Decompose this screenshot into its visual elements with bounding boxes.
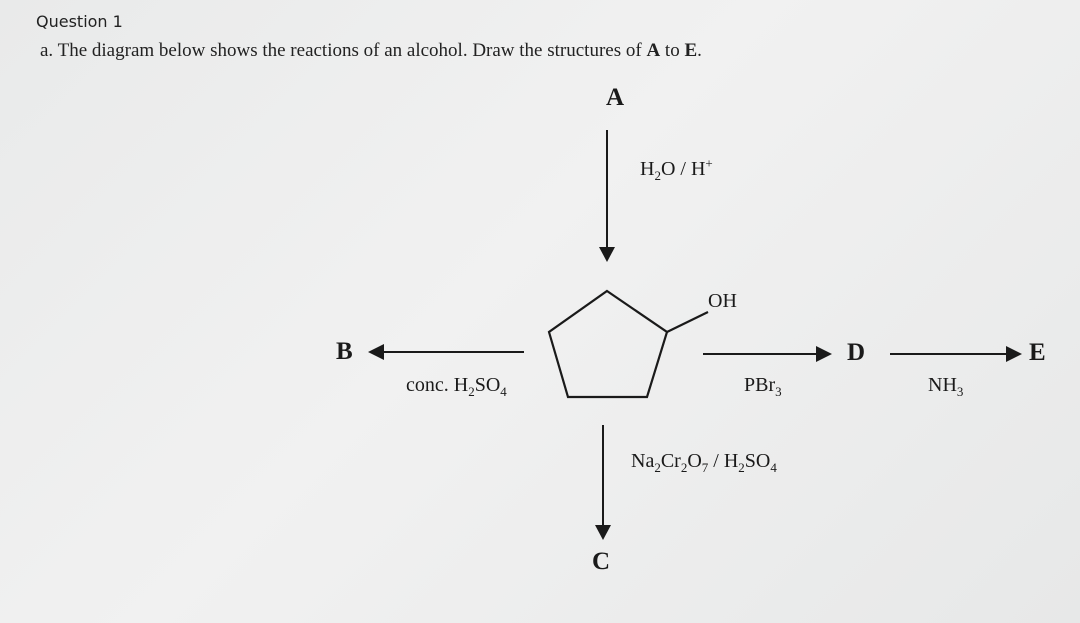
arrow-c-head: [595, 525, 611, 540]
reagent-pbr3: PBr3: [744, 374, 782, 399]
reagent-nh3: NH3: [928, 374, 964, 399]
compound-d-label: D: [847, 339, 866, 366]
reagent-text: Cr: [660, 450, 681, 472]
cyclopentane-ring: [547, 289, 669, 399]
reagent-text: PBr: [744, 374, 776, 396]
letter-e: E: [684, 40, 698, 61]
hydroxyl-label: OH: [708, 290, 737, 312]
question-title: Question 1: [36, 12, 123, 31]
subscript: 4: [500, 384, 507, 399]
reagent-text: O: [687, 450, 702, 472]
reagent-text: SO: [744, 450, 771, 472]
subscript: 7: [701, 460, 709, 475]
subscript: 2: [468, 384, 475, 399]
subscript: 2: [680, 460, 688, 475]
compound-c-label: C: [592, 548, 611, 575]
to-word: to: [664, 40, 680, 61]
compound-b-label: B: [336, 338, 353, 365]
arrow-e-head: [1006, 346, 1022, 362]
reagent-text: conc. H: [406, 374, 469, 396]
period: .: [697, 40, 702, 61]
letter-a: A: [646, 40, 661, 61]
subscript: 2: [654, 460, 661, 475]
arrow-d-head: [816, 346, 832, 362]
subscript: 2: [654, 168, 661, 183]
part-label: a.: [40, 40, 54, 61]
subscript: 3: [956, 384, 964, 399]
reagent-text: H: [640, 158, 655, 180]
question-sentence: The diagram below shows the reactions of…: [57, 40, 642, 61]
reagent-text: SO: [474, 374, 501, 396]
reagent-text: Na: [631, 450, 655, 472]
oh-bond: [666, 311, 709, 333]
reagent-text: O / H: [660, 158, 706, 180]
subscript: 2: [738, 460, 745, 475]
arrow-a-head: [599, 247, 615, 262]
question-text: a. The diagram below shows the reactions…: [40, 40, 702, 62]
superscript: +: [705, 155, 713, 171]
compound-a-label: A: [606, 84, 625, 111]
subscript: 3: [775, 384, 782, 399]
reagent-oxidation: Na2Cr2O7 / H2SO4: [631, 450, 777, 475]
reagent-dehydration: conc. H2SO4: [406, 374, 507, 399]
reagent-text: NH: [928, 374, 957, 396]
subscript: 4: [770, 460, 777, 475]
compound-e-label: E: [1029, 339, 1046, 366]
arrow-b-head: [368, 344, 384, 360]
reagent-text: / H: [708, 450, 739, 472]
reagent-hydration: H2O / H+: [640, 155, 713, 183]
